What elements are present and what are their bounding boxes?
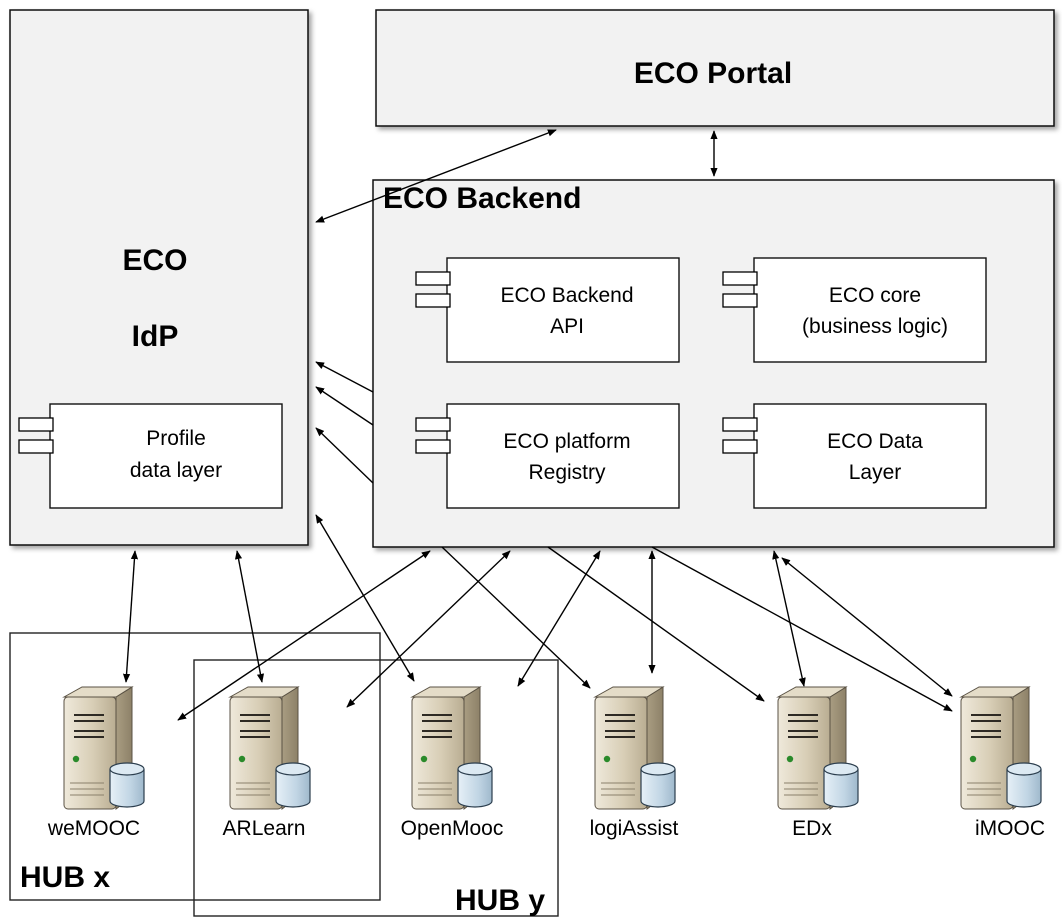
- connector-portal-idp: [315, 129, 557, 223]
- component-label: ECO platform: [503, 430, 630, 453]
- server-wemooc: weMOOC: [47, 686, 145, 840]
- connector-backend-logiassist: [441, 546, 591, 689]
- server-edx: EDx: [777, 686, 859, 840]
- server-imooc: iMOOC: [960, 686, 1045, 840]
- component-platform-registry: ECO platform Registry: [415, 403, 680, 509]
- component-label: Layer: [849, 461, 902, 484]
- portal-box: [375, 9, 1055, 127]
- server-database-icon: [411, 686, 493, 810]
- backend-title: ECO Backend: [383, 182, 581, 215]
- server-database-icon: [594, 686, 676, 810]
- server-openmooc: OpenMooc: [401, 686, 504, 840]
- server-database-icon: [63, 686, 145, 810]
- idp-label-line1: ECO: [122, 244, 187, 277]
- component-label: Registry: [528, 461, 606, 484]
- connector-backend-openmooc: [517, 550, 601, 687]
- connector-idp-wemooc: [122, 550, 139, 683]
- component-eco-core: ECO core (business logic): [722, 257, 987, 363]
- component-label: (business logic): [802, 315, 948, 338]
- server-label: weMOOC: [47, 817, 140, 840]
- server-logiassist: logiAssist: [590, 686, 679, 840]
- connectors: [122, 129, 953, 721]
- server-label: iMOOC: [975, 817, 1045, 840]
- connector-backend-idp: [315, 361, 374, 393]
- server-label: ARLearn: [223, 817, 306, 840]
- component-label: API: [550, 315, 584, 338]
- server-database-icon: [229, 686, 311, 810]
- component-label: data layer: [130, 459, 222, 482]
- connector-backend-arlearn: [346, 550, 511, 708]
- component-label: Profile: [146, 427, 206, 450]
- server-label: EDx: [792, 817, 832, 840]
- connector-backend-idp: [315, 427, 374, 484]
- hub-y-label: HUB y: [455, 884, 545, 917]
- connector-backend-edx: [547, 546, 765, 702]
- component-label: ECO Data: [827, 430, 923, 453]
- server-database-icon: [960, 686, 1042, 810]
- connector-backend-edx: [772, 550, 806, 687]
- portal-title: ECO Portal: [634, 57, 792, 90]
- server-label: OpenMooc: [401, 817, 504, 840]
- connector-backend-wemooc: [177, 550, 431, 721]
- server-database-icon: [777, 686, 859, 810]
- component-backend-api: ECO Backend API: [415, 257, 680, 363]
- component-label: ECO Backend: [500, 284, 633, 307]
- connector-backend-imooc: [781, 557, 953, 697]
- server-label: logiAssist: [590, 817, 679, 840]
- component-profile-data-layer: Profile data layer: [18, 403, 283, 509]
- connector-idp-arlearn: [234, 550, 265, 683]
- component-data-layer: ECO Data Layer: [722, 403, 987, 509]
- server-arlearn: ARLearn: [223, 686, 311, 840]
- connector-backend-idp: [315, 386, 374, 426]
- connector-backend-imooc: [651, 546, 953, 712]
- component-label: ECO core: [829, 284, 921, 307]
- hub-x-label: HUB x: [20, 861, 110, 894]
- idp-label-line2: IdP: [132, 320, 179, 353]
